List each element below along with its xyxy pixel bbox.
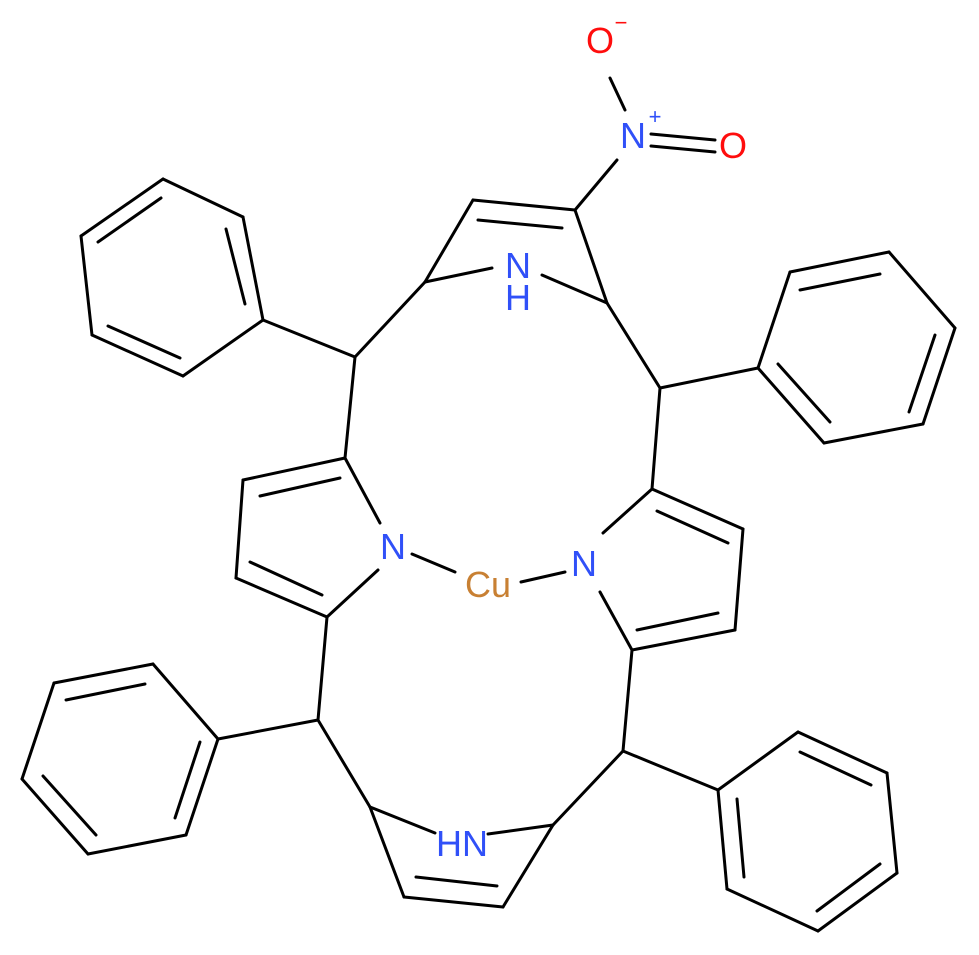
nitro-o-single-label: O	[586, 20, 614, 61]
copper-label: Cu	[465, 564, 511, 605]
bond-lines	[20, 76, 957, 933]
nh-top-n-label: N	[505, 245, 531, 286]
nitro-o-double-label: O	[719, 125, 747, 166]
nitrogen-right-label: N	[571, 543, 597, 584]
nitro-o-charge: −	[615, 10, 628, 35]
atom-labels: N H N N Cu HN N + O − O	[380, 10, 747, 864]
nh-top-h-label: H	[505, 277, 531, 318]
nitrogen-left-label: N	[380, 526, 406, 567]
nh-bottom-label: HN	[436, 823, 488, 864]
nitro-n-charge: +	[649, 104, 662, 129]
nitro-n-label: N	[620, 115, 646, 156]
